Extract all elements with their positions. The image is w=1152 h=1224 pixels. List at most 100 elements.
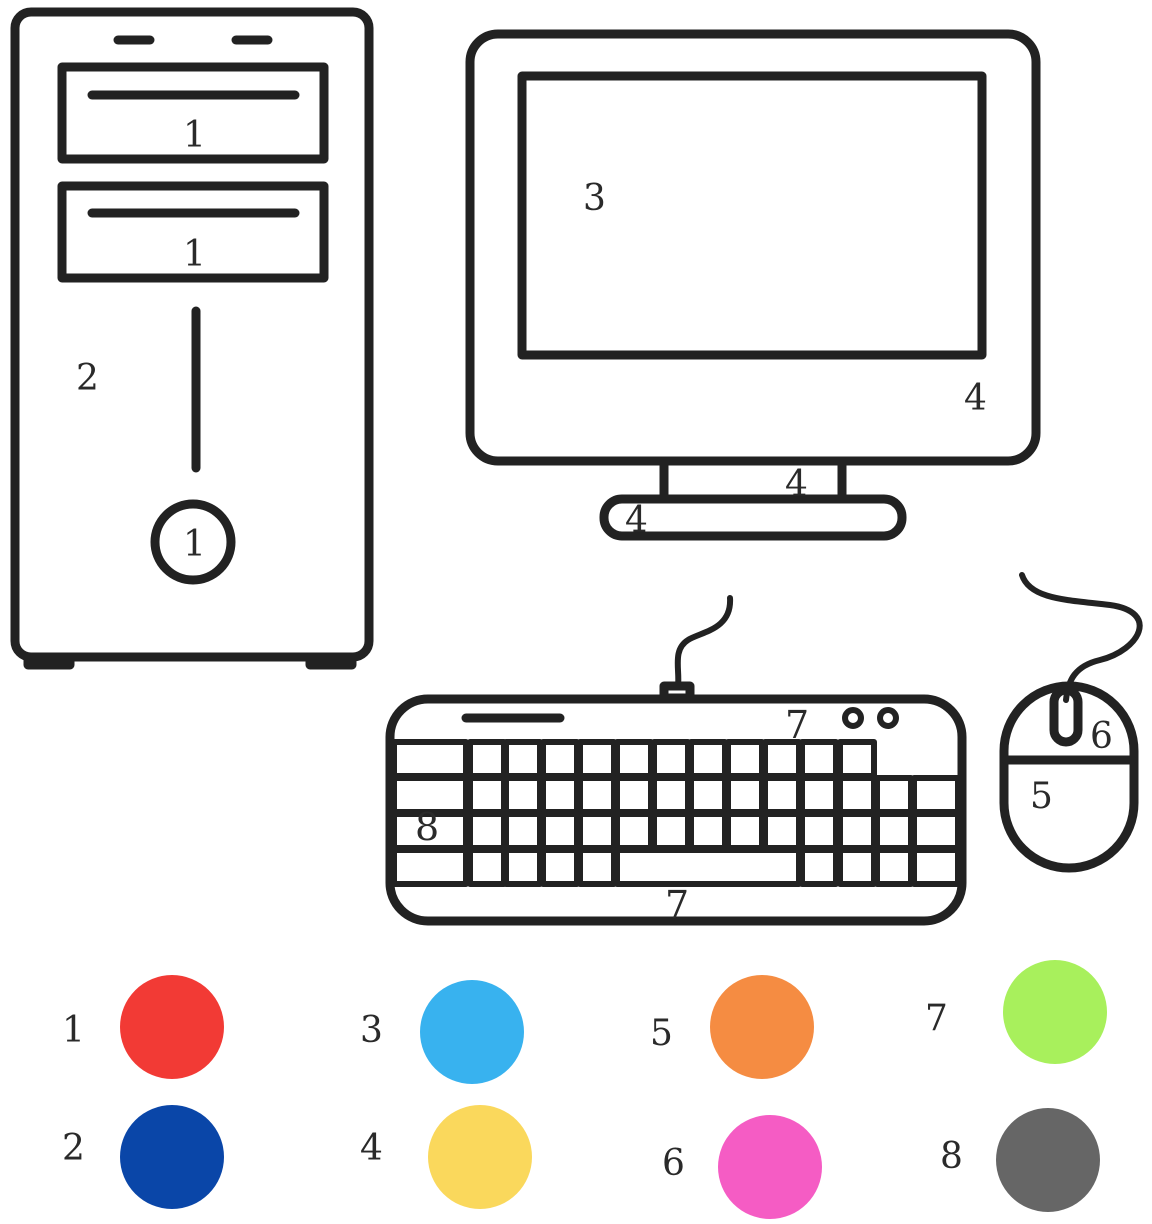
legend-item: 4 bbox=[360, 1105, 532, 1209]
keyboard-key bbox=[802, 850, 836, 884]
legend-number: 3 bbox=[360, 1010, 383, 1051]
keyboard-key bbox=[877, 778, 911, 812]
mouse-body-label: 5 bbox=[1030, 776, 1053, 817]
power-button-label: 1 bbox=[183, 524, 206, 565]
legend-number: 8 bbox=[940, 1136, 963, 1177]
keyboard-key bbox=[840, 850, 874, 884]
keyboard-keys-label: 8 bbox=[415, 805, 439, 849]
keyboard-spacebar bbox=[617, 850, 799, 884]
keyboard-key bbox=[394, 742, 466, 776]
legend-number: 4 bbox=[360, 1128, 383, 1169]
keyboard-key bbox=[543, 742, 577, 776]
legend-color-swatch bbox=[420, 980, 524, 1084]
keyboard-key bbox=[765, 814, 799, 848]
keyboard-key bbox=[765, 778, 799, 812]
monitor-base bbox=[604, 499, 902, 536]
monitor-frame-label: 4 bbox=[964, 378, 987, 419]
keyboard-key bbox=[802, 778, 836, 812]
drive-bottom-label: 1 bbox=[183, 234, 206, 275]
keyboard-key bbox=[617, 814, 651, 848]
keyboard-bottom-label: 7 bbox=[665, 883, 689, 927]
keyboard-key bbox=[877, 814, 911, 848]
legend-item: 7 bbox=[925, 960, 1107, 1064]
keyboard-cable bbox=[678, 598, 730, 686]
legend-number: 7 bbox=[925, 998, 948, 1039]
legend-color-swatch bbox=[1003, 960, 1107, 1064]
monitor-neck bbox=[664, 461, 842, 499]
keyboard-key bbox=[914, 778, 958, 812]
monitor-neck-label: 4 bbox=[785, 464, 808, 505]
legend-color-swatch bbox=[120, 1105, 224, 1209]
keyboard-key bbox=[506, 850, 540, 884]
mouse-body bbox=[1004, 686, 1134, 868]
keyboard-key bbox=[840, 814, 874, 848]
keyboard-key bbox=[802, 814, 836, 848]
keyboard: 7 8 7 bbox=[390, 598, 962, 927]
legend-item: 1 bbox=[62, 975, 224, 1079]
keyboard-key bbox=[580, 814, 614, 848]
keyboard-key bbox=[654, 814, 688, 848]
monitor-base-label: 4 bbox=[625, 500, 648, 541]
keyboard-key bbox=[765, 742, 799, 776]
keyboard-key bbox=[617, 742, 651, 776]
legend-number: 6 bbox=[662, 1143, 685, 1184]
keyboard-key bbox=[840, 778, 874, 812]
keyboard-key bbox=[470, 850, 504, 884]
keyboard-key bbox=[617, 778, 651, 812]
keyboard-key bbox=[728, 814, 762, 848]
keyboard-key bbox=[728, 742, 762, 776]
keyboard-key bbox=[654, 778, 688, 812]
mouse-cable bbox=[1022, 575, 1140, 700]
keyboard-key bbox=[580, 742, 614, 776]
monitor-frame bbox=[470, 34, 1036, 461]
legend-color-swatch bbox=[120, 975, 224, 1079]
legend-color-swatch bbox=[710, 975, 814, 1079]
keyboard-key bbox=[543, 850, 577, 884]
legend-number: 2 bbox=[62, 1128, 85, 1169]
keyboard-key bbox=[470, 814, 504, 848]
legend-item: 5 bbox=[650, 975, 814, 1079]
keyboard-key bbox=[914, 850, 958, 884]
legend-number: 5 bbox=[650, 1013, 673, 1054]
mouse-wheel-label: 6 bbox=[1090, 716, 1113, 757]
keyboard-key bbox=[914, 814, 958, 848]
keyboard-key bbox=[506, 814, 540, 848]
keyboard-key bbox=[840, 742, 874, 776]
keyboard-key bbox=[877, 850, 911, 884]
keyboard-key bbox=[506, 742, 540, 776]
tower-body-label: 2 bbox=[76, 358, 99, 399]
keyboard-key bbox=[580, 778, 614, 812]
keyboard-top-label: 7 bbox=[785, 703, 809, 747]
keyboard-key bbox=[543, 814, 577, 848]
legend-color-swatch bbox=[428, 1105, 532, 1209]
keyboard-key bbox=[394, 850, 466, 884]
legend-number: 1 bbox=[62, 1010, 85, 1051]
keyboard-key bbox=[728, 778, 762, 812]
keyboard-key bbox=[691, 778, 725, 812]
keyboard-key bbox=[470, 778, 504, 812]
keyboard-key bbox=[654, 742, 688, 776]
screen-label: 3 bbox=[583, 178, 606, 219]
pc-tower: 1 1 2 1 bbox=[15, 12, 369, 665]
legend-item: 3 bbox=[360, 980, 524, 1084]
keyboard-key bbox=[506, 778, 540, 812]
keyboard-led-left bbox=[845, 710, 861, 726]
mouse: 6 5 bbox=[1004, 575, 1140, 868]
keyboard-key bbox=[691, 814, 725, 848]
keyboard-keys bbox=[394, 742, 958, 884]
drive-top-label: 1 bbox=[183, 115, 206, 156]
keyboard-led-right bbox=[880, 710, 896, 726]
keyboard-key bbox=[470, 742, 504, 776]
legend-color-swatch bbox=[718, 1115, 822, 1219]
keyboard-key bbox=[691, 742, 725, 776]
legend-item: 2 bbox=[62, 1105, 224, 1209]
monitor: 3 4 4 4 bbox=[470, 34, 1036, 541]
legend-color-swatch bbox=[996, 1108, 1100, 1212]
keyboard-key bbox=[580, 850, 614, 884]
legend-item: 8 bbox=[940, 1108, 1100, 1212]
color-legend: 1 2 3 4 5 6 7 8 bbox=[62, 960, 1107, 1219]
keyboard-key bbox=[802, 742, 836, 776]
keyboard-key bbox=[543, 778, 577, 812]
